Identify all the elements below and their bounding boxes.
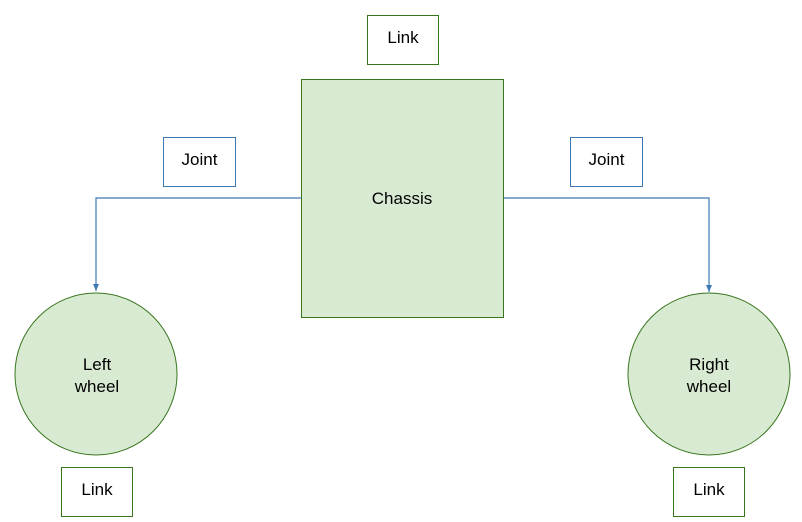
left-wheel-label-line2: wheel xyxy=(74,377,119,396)
left-wheel-circle xyxy=(14,292,178,456)
right-wheel-label-line2: wheel xyxy=(686,377,731,396)
left-wheel-label-line1: Left xyxy=(83,355,112,374)
left-link-label: Link xyxy=(61,467,133,517)
chassis-label: Chassis xyxy=(372,189,432,208)
chassis-link-text: Link xyxy=(387,28,419,47)
right-joint-box xyxy=(570,137,643,187)
left-link-text: Link xyxy=(81,480,113,499)
right-joint-label: Joint xyxy=(570,137,643,187)
right-link-box xyxy=(673,467,745,517)
left-joint-connector xyxy=(93,195,308,291)
left-wheel-node[interactable]: Left wheel xyxy=(14,292,178,456)
right-wheel-label-line1: Right xyxy=(689,355,729,374)
chassis-node[interactable]: Chassis xyxy=(301,79,504,318)
right-joint-connector xyxy=(497,195,712,292)
right-wheel-circle xyxy=(627,292,791,456)
left-link-box xyxy=(61,467,133,517)
left-joint-label: Joint xyxy=(163,137,236,187)
right-wheel-node[interactable]: Right wheel xyxy=(627,292,791,456)
right-link-text: Link xyxy=(693,480,725,499)
chassis-link-label: Link xyxy=(367,15,439,65)
right-joint-text: Joint xyxy=(589,150,625,169)
left-joint-text: Joint xyxy=(182,150,218,169)
left-joint-box xyxy=(163,137,236,187)
chassis-link-box xyxy=(367,15,439,65)
right-link-label: Link xyxy=(673,467,745,517)
chassis-box xyxy=(301,79,504,318)
